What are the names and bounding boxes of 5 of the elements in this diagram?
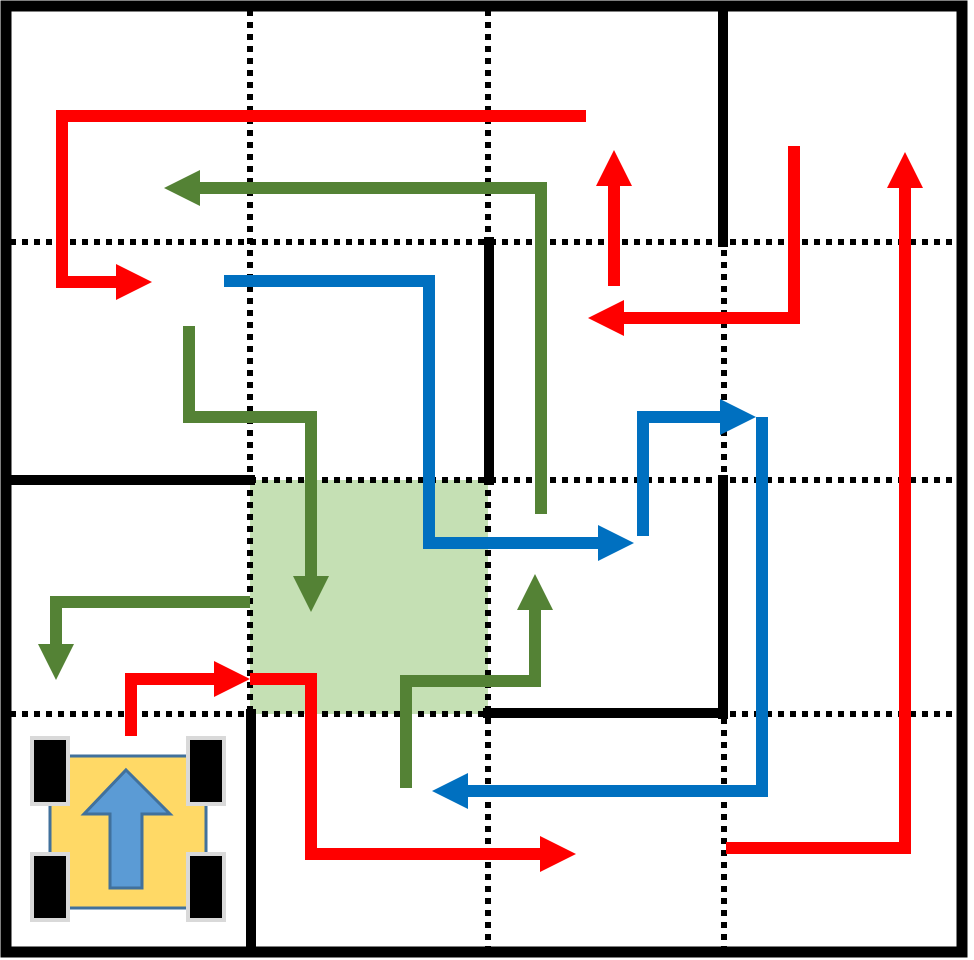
robot-car-icon [30,736,226,924]
arrow [183,326,329,612]
arrow [38,596,250,680]
arrow [250,673,576,872]
arrow [125,661,250,736]
